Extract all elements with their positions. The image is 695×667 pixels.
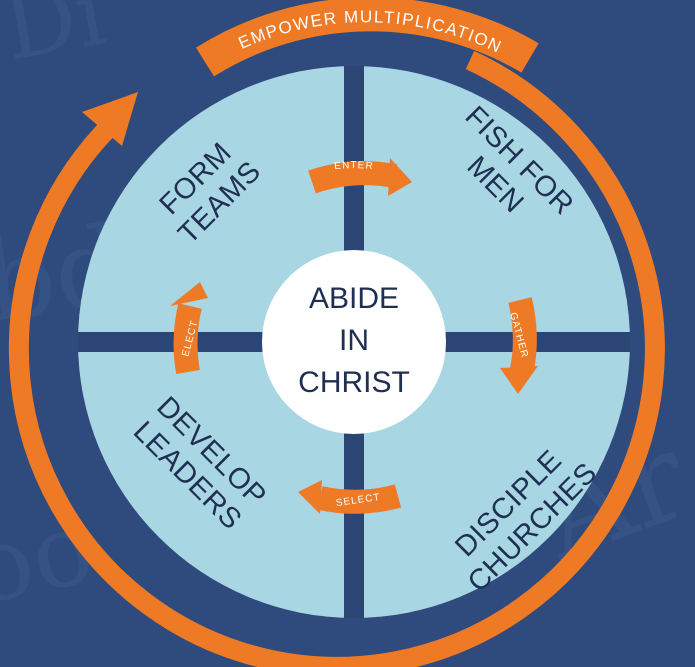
select-arrow: SELECT xyxy=(298,480,402,514)
elect-arrow: ELECT xyxy=(170,282,208,375)
center-label: ABIDE IN CHRIST xyxy=(298,282,410,399)
center-line-3: CHRIST xyxy=(298,366,410,399)
center-line-1: ABIDE xyxy=(309,282,399,315)
svg-text:Di: Di xyxy=(0,0,113,82)
enter-label: ENTER xyxy=(334,160,374,172)
outer-cycle-arc xyxy=(8,50,665,667)
center-circle xyxy=(262,250,446,434)
outer-cycle-arrowhead xyxy=(82,92,138,146)
gather-arrow: GATHER xyxy=(500,297,538,394)
center-line-2: IN xyxy=(339,324,369,357)
banner-band xyxy=(195,0,539,77)
enter-arrow: ENTER xyxy=(308,158,412,196)
